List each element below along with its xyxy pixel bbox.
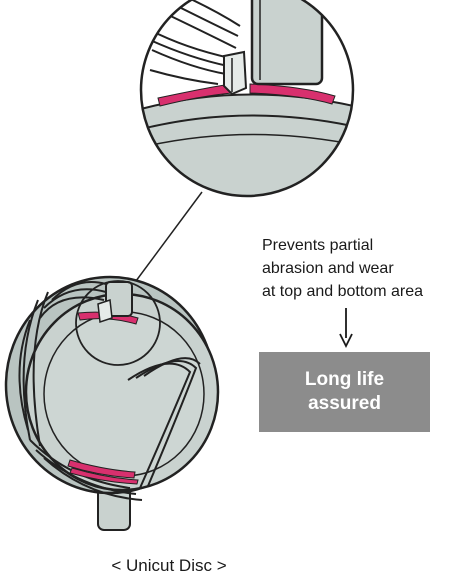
zoom-detail-circle <box>130 0 370 210</box>
benefit-text-line-3: at top and bottom area <box>262 282 423 302</box>
benefit-text-line-2: abrasion and wear <box>262 259 394 279</box>
benefit-text-line-1: Prevents partial <box>262 236 373 256</box>
disc-assembly <box>6 277 218 530</box>
figure-caption: < Unicut Disc > <box>0 555 338 577</box>
zoom-leader-line <box>133 192 202 285</box>
result-line-1: Long life <box>305 368 384 392</box>
down-arrow-icon <box>338 306 354 348</box>
result-box: Long life assured <box>259 352 430 432</box>
result-line-2: assured <box>308 392 381 416</box>
